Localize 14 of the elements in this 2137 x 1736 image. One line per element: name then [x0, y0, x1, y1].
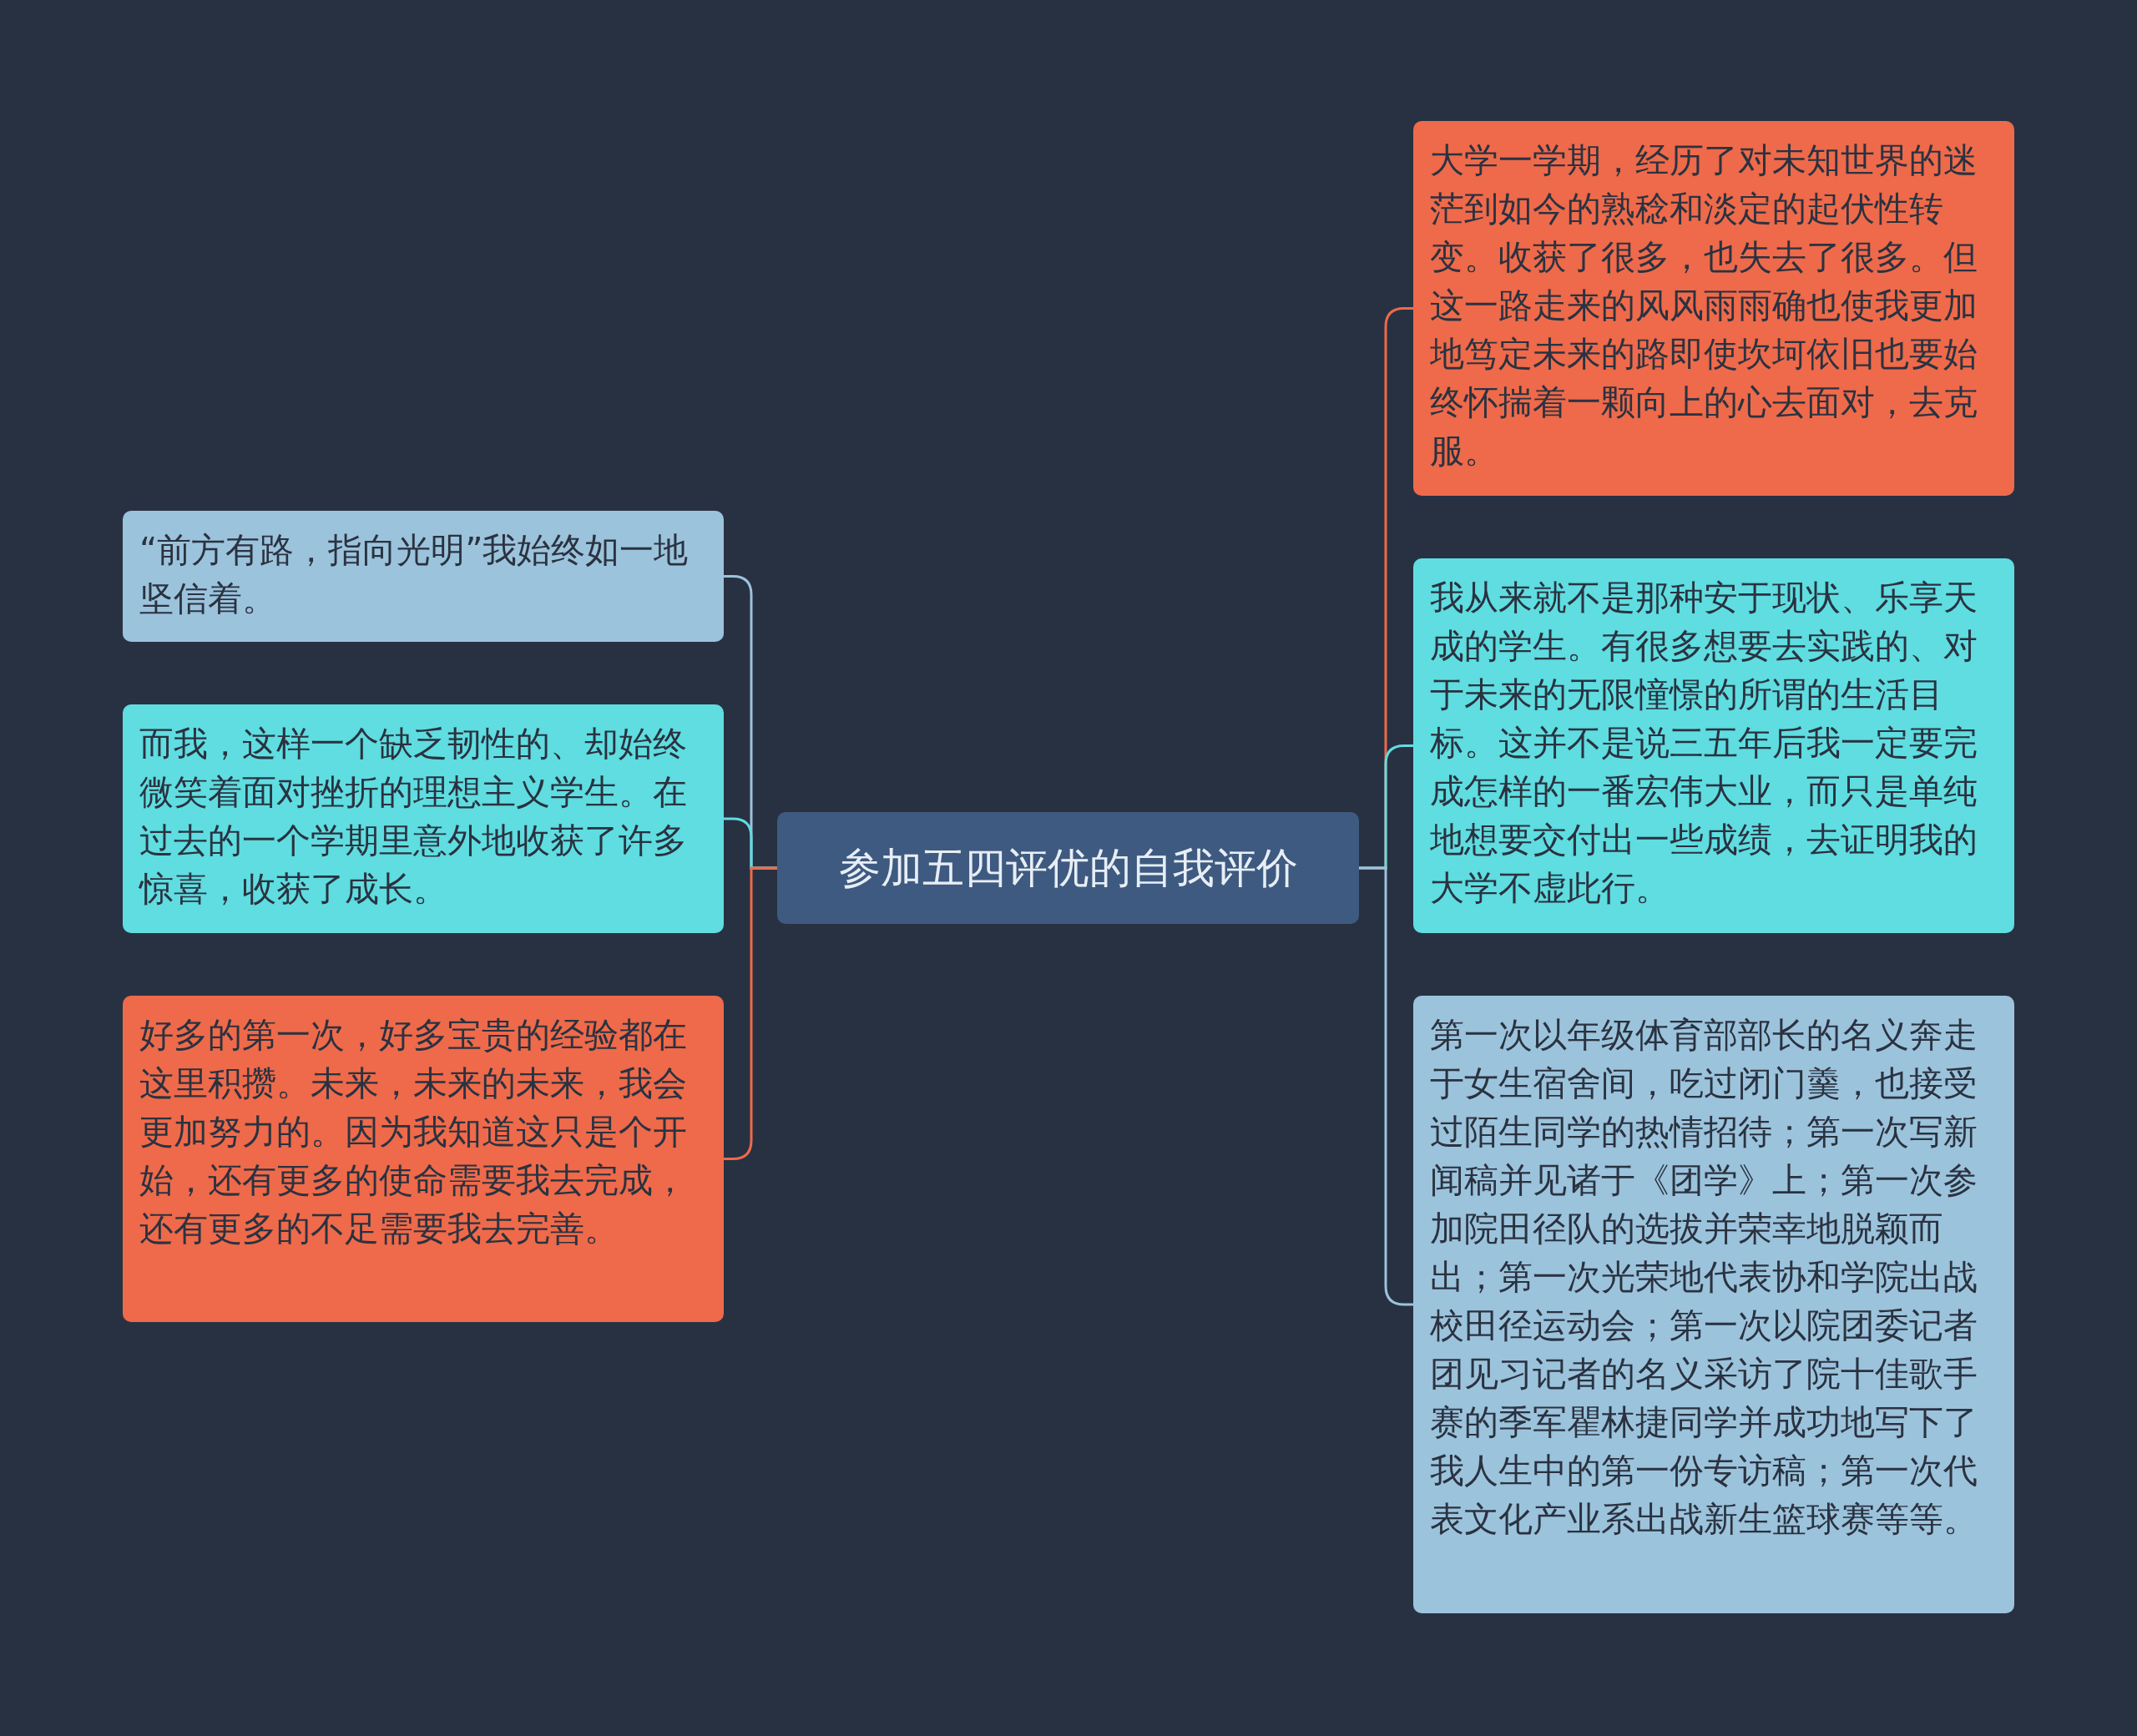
- topic-box: [123, 704, 724, 933]
- topic-box: [1413, 996, 2014, 1613]
- topic-text: 参加五四评优的自我评价: [838, 843, 1298, 893]
- topic-text: 而我，这样一个缺乏韧性的、却始终微笑着面对挫折的理想主义学生。在过去的一个学期里意外地收获了许多惊喜，收获了成长。: [139, 723, 688, 911]
- topic-text: 好多的第一次，好多宝贵的经验都在这里积攒。未来，未来的未来，我会更加努力的。因为我知道这只是个开始，还有更多的使命需要我去完成，还有更多的不足需要我去完善。: [139, 1014, 688, 1250]
- topic-text: 第一次以年级体育部部长的名义奔走于女生宿舍间，吃过闭门羹，也接受过陌生同学的热情招待；第一次写新闻稿并见诸于《团学》上；第一次参加院田径队的选拔并荣幸地脱颖而出；第一次光荣地代表协和学院出战校田径运动会；第一次以院团委记者团见习记者的名义采访了院十佳歌手赛的季军瞿林捷同学并成功地写下了我人生中的第一份专访稿；第一次代表文化产业系出战新生篮球赛等等。: [1430, 1014, 1978, 1541]
- topic-box: [123, 996, 724, 1322]
- topic-text: 我从来就不是那种安于现状、乐享天成的学生。有很多想要去实践的、对于未来的无限憧憬的所谓的生活目标。这并不是说三五年后我一定要完成怎样的一番宏伟大业，而只是单纯地想要交付出一些成绩，去证明我的大学不虚此行。: [1430, 577, 1978, 910]
- topic-box: [123, 511, 724, 642]
- topic-box: [1413, 558, 2014, 933]
- topic-text: “前方有路，指向光明”我始终如一地坚信着。: [139, 529, 690, 620]
- central-topic: [777, 812, 1359, 924]
- topic-box: [1413, 121, 2014, 496]
- topic-text: 大学一学期，经历了对未知世界的迷茫到如今的熟稔和淡定的起伏性转变。收获了很多，也失去了很多。但这一路走来的风风雨雨确也使我更加地笃定未来的路即使坎坷依旧也要始终怀揣着一颗向上的心去面对，去克服。: [1430, 139, 1978, 472]
